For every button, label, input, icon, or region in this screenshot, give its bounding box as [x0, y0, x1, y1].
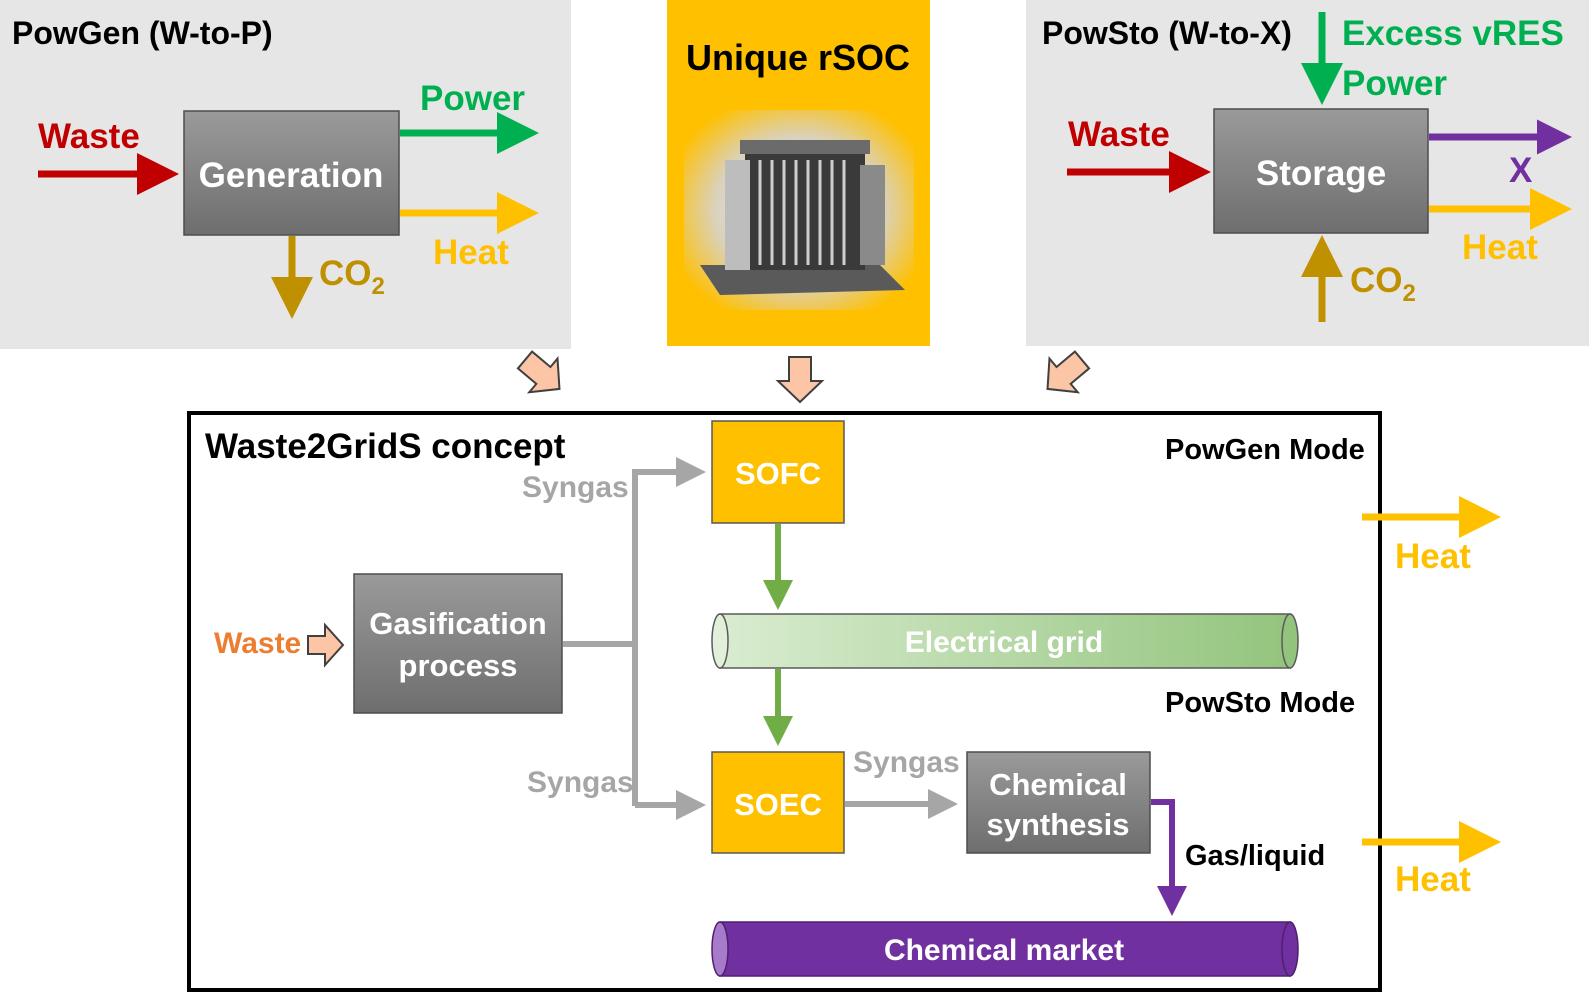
- sofc-box: [711, 420, 845, 524]
- peach-arrow-center: [775, 356, 825, 404]
- gasification-line2: process: [399, 648, 518, 683]
- concept-panel: Waste2GridS concept PowGen Mode PowSto M…: [187, 411, 1501, 992]
- syngas-top-label: Syngas: [522, 471, 629, 504]
- peach-arrow-right: [1046, 350, 1091, 394]
- storage-box: [1213, 108, 1429, 234]
- syngas-to-sofc-arrow: [632, 457, 706, 806]
- chemical-synthesis-box: [966, 751, 1151, 854]
- connector-arrows: [516, 350, 1091, 404]
- powsto-waste-label: Waste: [1068, 115, 1170, 154]
- grid-label: Electrical grid: [905, 626, 1103, 659]
- soec-box: [711, 751, 845, 854]
- powgen-heat-label: Heat: [433, 233, 509, 272]
- soec-label: SOEC: [734, 787, 822, 822]
- concept-waste-arrow: [307, 622, 345, 668]
- market-label: Chemical market: [884, 934, 1124, 967]
- syngas-bottom-label: Syngas: [527, 766, 634, 799]
- chem-line2: synthesis: [986, 807, 1129, 842]
- powsto-excess-line1: Excess vRES: [1342, 14, 1564, 53]
- gasification-box: [353, 573, 563, 714]
- rsoc-title: Unique rSOC: [686, 37, 910, 78]
- powsto-co2-label: CO2: [1350, 261, 1416, 307]
- gas-liquid-label: Gas/liquid: [1185, 840, 1325, 872]
- powsto-heat-label: Heat: [1462, 228, 1538, 267]
- concept-title: Waste2GridS concept: [205, 427, 566, 466]
- chemical-market: Chemical market: [711, 921, 1299, 977]
- electrical-grid: Electrical grid: [711, 613, 1299, 669]
- rsoc-panel: Unique rSOC: [667, 0, 930, 346]
- peach-arrow-left: [516, 350, 561, 394]
- storage-label: Storage: [1256, 154, 1386, 193]
- gas-liquid-arrow: [1151, 799, 1187, 916]
- powgen-co2-label: CO2: [319, 254, 385, 300]
- heat-top-label: Heat: [1395, 537, 1471, 576]
- powsto-x-label: X: [1509, 151, 1533, 190]
- generation-box: [183, 110, 400, 236]
- rsoc-stack-photo: [684, 110, 914, 310]
- powgen-waste-label: Waste: [38, 117, 140, 156]
- sofc-label: SOFC: [735, 456, 821, 491]
- powgen-mode-label: PowGen Mode: [1165, 434, 1365, 466]
- heat-bottom-label: Heat: [1395, 860, 1471, 899]
- powsto-title: PowSto (W-to-X): [1042, 15, 1292, 51]
- powsto-panel: PowSto (W-to-X) Excess vRES Power Waste …: [1026, 0, 1589, 346]
- powgen-panel: PowGen (W-to-P) Waste Generation Power H…: [0, 0, 571, 349]
- syngas-mid-label: Syngas: [853, 746, 960, 779]
- powsto-mode-label: PowSto Mode: [1165, 687, 1355, 719]
- concept-waste-label: Waste: [214, 627, 301, 660]
- powgen-title: PowGen (W-to-P): [12, 15, 273, 51]
- powgen-power-label: Power: [420, 79, 525, 118]
- chem-line1: Chemical: [989, 767, 1127, 802]
- gasification-line1: Gasification: [369, 606, 546, 641]
- generation-label: Generation: [199, 156, 384, 195]
- powsto-excess-line2: Power: [1342, 64, 1447, 103]
